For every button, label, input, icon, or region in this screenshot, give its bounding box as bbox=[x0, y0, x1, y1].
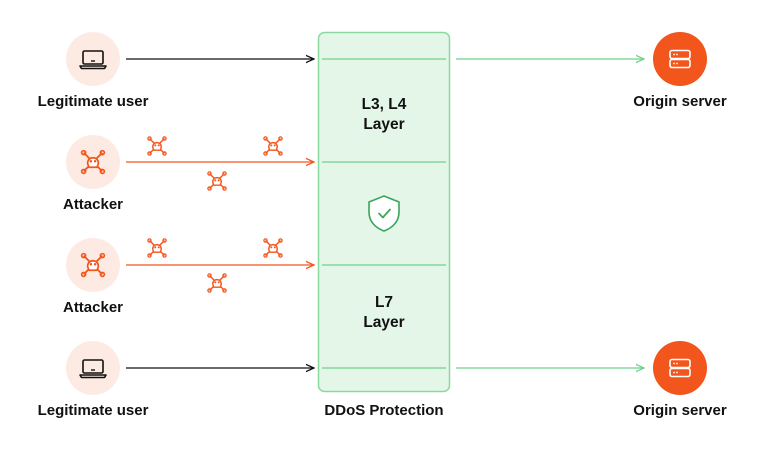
attacker-1-label: Attacker bbox=[63, 196, 123, 213]
legit-user-top-badge bbox=[66, 32, 120, 86]
legit-user-bottom: Legitimate user bbox=[38, 341, 149, 419]
layer-bottom-line2: Layer bbox=[363, 314, 404, 331]
origin-server-bottom-label: Origin server bbox=[633, 402, 727, 419]
skull-crossbones-icon bbox=[147, 238, 167, 258]
legit-user-bottom-label: Legitimate user bbox=[38, 402, 149, 419]
legit-user-top-label: Legitimate user bbox=[38, 93, 149, 110]
ddos-protection-label: DDoS Protection bbox=[324, 402, 443, 419]
skull-crossbones-icon bbox=[263, 238, 283, 258]
layer-bottom-line1: L7 bbox=[375, 294, 393, 311]
layer-top-line2: Layer bbox=[363, 116, 404, 133]
skull-crossbones-icon bbox=[207, 171, 227, 191]
origin-server-top: Origin server bbox=[633, 32, 727, 110]
skull-crossbones-icon bbox=[147, 136, 167, 156]
layer-top-line1: L3, L4 bbox=[362, 96, 407, 113]
origin-server-bottom: Origin server bbox=[633, 341, 727, 419]
attacker-1: Attacker bbox=[63, 135, 123, 213]
attacker-2: Attacker bbox=[63, 238, 123, 316]
shield-check-icon bbox=[368, 195, 400, 232]
origin-server-top-label: Origin server bbox=[633, 93, 727, 110]
legit-user-top: Legitimate user bbox=[38, 32, 149, 110]
skull-crossbones-icon bbox=[263, 136, 283, 156]
attacker-2-label: Attacker bbox=[63, 299, 123, 316]
legit-user-bottom-badge bbox=[66, 341, 120, 395]
skull-crossbones-icon bbox=[207, 273, 227, 293]
